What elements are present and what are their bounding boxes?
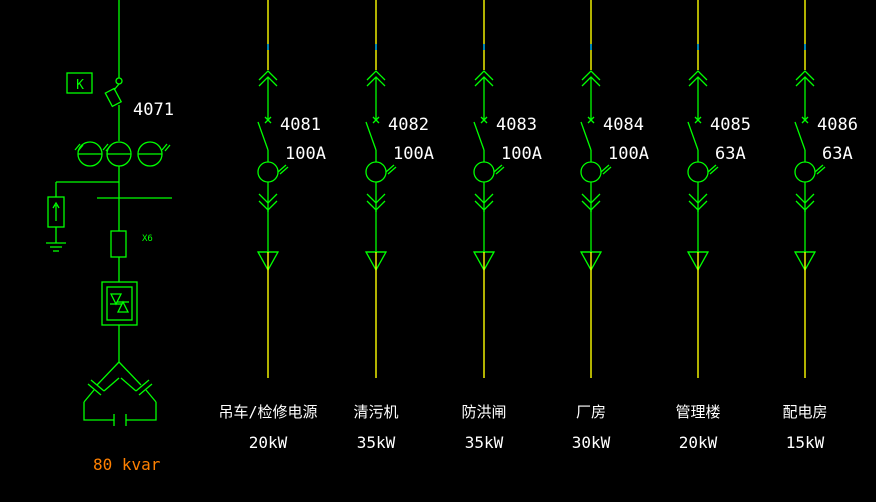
k-box-label: K: [76, 78, 84, 93]
feeder-ct-tick-2: [709, 166, 719, 175]
feeder-name-label: 配电房: [782, 403, 827, 421]
cap-delta-inner-right: [120, 377, 137, 392]
feeder-power-label: 20kW: [249, 433, 288, 452]
capacitor-plate-right-1: [135, 379, 150, 392]
feeder-ct-tick: [385, 164, 395, 173]
feeder-id-label: 4081: [280, 115, 321, 135]
fuse-label: X6: [142, 234, 153, 244]
feeder-ct-tick-2: [387, 166, 397, 175]
plug-contact-up-icon: [688, 70, 708, 81]
feeder-4085: 4085 63A 管理楼 20kW: [675, 0, 751, 452]
capacitor-plate-left-1: [90, 379, 105, 392]
feeder-name-label: 厂房: [576, 403, 606, 421]
feeder-ct-tick-2: [602, 166, 612, 175]
ct-hatch: [164, 144, 171, 152]
cap-delta-lead-left: [83, 389, 95, 403]
feeder-id-label: 4082: [388, 115, 429, 135]
incomer-breaker-id: 4071: [133, 100, 174, 120]
breaker-blade-icon: [365, 121, 377, 151]
feeders-layer: 4081 100A 吊车/检修电源 20kW 4082 100A 清污机 35kW 4083 10…: [218, 0, 858, 452]
breaker-cross-icon-2: [694, 116, 702, 124]
feeder-name-label: 吊车/检修电源: [218, 403, 317, 421]
feeder-ct-tick: [814, 164, 824, 173]
breaker-blade-icon: [794, 121, 806, 151]
feeder-rating-label: 63A: [822, 144, 853, 164]
feeder-name-label: 防洪闸: [461, 403, 506, 421]
feeder-rating-label: 100A: [393, 144, 434, 164]
feeder-id-label: 4083: [496, 115, 537, 135]
feeder-ct-tick-2: [279, 166, 289, 175]
feeder-name-label: 清污机: [353, 403, 398, 421]
feeder-power-label: 15kW: [786, 433, 825, 452]
feeder-ct-tick: [493, 164, 503, 173]
feeder-power-label: 35kW: [465, 433, 504, 452]
feeder-power-label: 20kW: [679, 433, 718, 452]
feeder-rating-label: 100A: [285, 144, 326, 164]
feeder-id-label: 4086: [817, 115, 858, 135]
breaker-cross-icon-2: [480, 116, 488, 124]
breaker-cross-icon-2: [372, 116, 380, 124]
feeder-rating-label: 100A: [608, 144, 649, 164]
feeder-4084: 4084 100A 厂房 30kW: [572, 0, 649, 452]
feeder-rating-label: 63A: [715, 144, 746, 164]
feeder-4083: 4083 100A 防洪闸 35kW: [461, 0, 542, 452]
breaker-cross-icon-2: [264, 116, 272, 124]
plug-contact-down-icon: [474, 193, 494, 204]
breaker-blade-icon: [257, 121, 269, 151]
feeder-4086: 4086 63A 配电房 15kW: [782, 0, 858, 452]
breaker-cross-icon-2: [801, 116, 809, 124]
ct-hatch: [74, 143, 81, 151]
ct-hatch: [105, 144, 112, 152]
plug-contact-up-icon: [366, 70, 386, 81]
k-box-icon: [66, 72, 93, 94]
fuse-switch-icon: [104, 87, 123, 108]
feeder-name-label: 管理楼: [675, 403, 720, 421]
breaker-blade-icon: [687, 121, 699, 151]
cap-delta-bottom-right: [126, 402, 157, 421]
plug-contact-up-icon: [795, 70, 815, 81]
plug-contact-up-icon: [258, 70, 278, 81]
feeder-power-label: 30kW: [572, 433, 611, 452]
capacitor-plate-right-2: [138, 383, 153, 396]
feeder-ct-tick: [277, 164, 287, 173]
thyristor-triangle-1: [109, 293, 123, 306]
breaker-cross-icon-2: [587, 116, 595, 124]
cap-delta-lead-right: [145, 389, 157, 403]
feeder-ct-tick: [707, 164, 717, 173]
ct-hatch: [102, 143, 109, 151]
feeder-4081: 4081 100A 吊车/检修电源 20kW: [218, 0, 326, 452]
plug-contact-down-icon: [258, 193, 278, 204]
plug-contact-down-icon: [688, 193, 708, 204]
cap-delta-edge-left: [96, 361, 120, 386]
thyristor-triangle-2: [116, 300, 130, 313]
capacitor-capacity-label: 80 kvar: [93, 455, 161, 474]
breaker-blade-icon: [473, 121, 485, 151]
cap-delta-inner-left: [103, 377, 120, 392]
arrester-arrowhead: [52, 201, 60, 209]
capacitor-plate-left-2: [87, 383, 102, 396]
ct-hatch: [77, 144, 84, 152]
feeder-id-label: 4084: [603, 115, 644, 135]
breaker-blade-icon: [580, 121, 592, 151]
incomer-branch: [46, 0, 172, 426]
feeder-ct-tick: [600, 164, 610, 173]
feeder-id-label: 4085: [710, 115, 751, 135]
feeder-4082: 4082 100A 清污机 35kW: [353, 0, 434, 452]
feeder-rating-label: 100A: [501, 144, 542, 164]
plug-contact-down-icon: [581, 193, 601, 204]
plug-contact-down-icon: [366, 193, 386, 204]
cap-delta-bottom-left: [83, 402, 114, 421]
thyristor-inner-box: [106, 286, 133, 321]
ct-hatch: [161, 143, 168, 151]
plug-contact-up-icon: [474, 70, 494, 81]
cap-delta-edge-right: [118, 361, 142, 386]
feeder-power-label: 35kW: [357, 433, 396, 452]
feeder-ct-tick-2: [816, 166, 826, 175]
plug-contact-up-icon: [581, 70, 601, 81]
feeder-ct-tick-2: [495, 166, 505, 175]
plug-contact-down-icon: [795, 193, 815, 204]
